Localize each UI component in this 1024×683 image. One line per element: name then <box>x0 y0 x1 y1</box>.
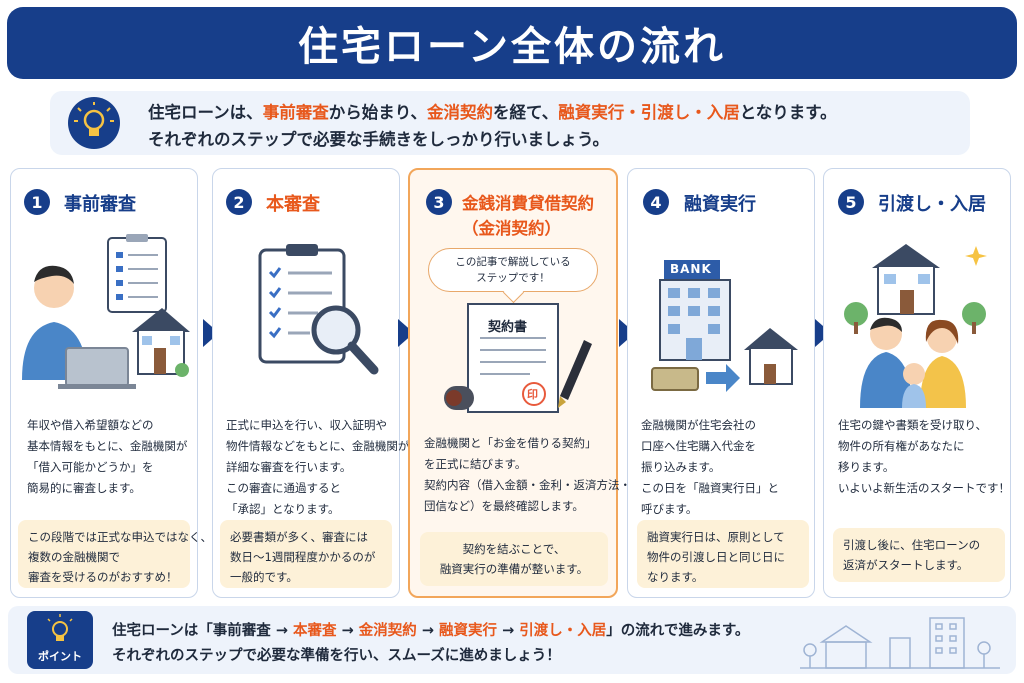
step-note-3: 契約を結ぶことで、融資実行の準備が整います。 <box>420 532 608 586</box>
highlight-text: 融資実行・引渡し・入居 <box>558 103 740 122</box>
step-note-1: この段階では正式な申込ではなく、複数の金融機関で審査を受けるのがおすすめ！ <box>18 520 212 588</box>
town-skyline-illustration <box>800 617 1000 669</box>
text-segment: 住宅ローンは、 <box>148 103 263 122</box>
step-number-1: 1 <box>24 189 50 215</box>
highlight-text: 金消契約 <box>358 623 417 639</box>
point-badge: ポイント <box>27 611 93 669</box>
footer-line2: それぞれのステップで必要な準備を行い、スムーズに進めましょう！ <box>112 648 561 664</box>
intro-line1: 住宅ローンは、事前審査から始まり、金消契約を経て、融資実行・引渡し・入居となりま… <box>148 99 837 126</box>
footer-line1: 住宅ローンは「事前審査 → 本審査 → 金消契約 → 融資実行 → 引渡し・入居… <box>112 619 749 644</box>
step-desc-5: 住宅の鍵や書類を受け取り、物件の所有権があなたに移ります。いよいよ新生活のスター… <box>838 418 1011 495</box>
step-desc-4: 金融機関が住宅会社の口座へ住宅購入代金を振り込みます。この日を「融資実行日」と呼… <box>641 418 779 516</box>
speech-bubble: この記事で解説しているステップです！ <box>428 248 598 292</box>
person-laptop-illustration <box>22 234 190 389</box>
step-desc-1: 年収や借入希望額などの基本情報をもとに、金融機関が「借入可能かどうか」を簡易的に… <box>27 418 188 495</box>
text-segment: → <box>497 623 520 639</box>
bank-label: BANK <box>670 262 712 276</box>
step-title-3: 金銭消費貸借契約 <box>462 194 594 213</box>
step-number-2: 2 <box>226 189 252 215</box>
highlight-text: 融資実行 <box>439 623 498 639</box>
step-desc-2: 正式に申込を行い、収入証明や物件情報などをもとに、金融機関が詳細な審査を行います… <box>226 418 410 516</box>
step-title-5: 引渡し・入居 <box>878 194 986 215</box>
intro-box <box>50 91 970 155</box>
text-segment: を経て、 <box>493 103 559 122</box>
point-label: ポイント <box>38 650 82 663</box>
step-note-5: 引渡し後に、住宅ローンの返済がスタートします。 <box>833 528 1005 582</box>
step-number-3: 3 <box>426 189 452 215</box>
bank-building-icon <box>651 260 798 392</box>
clipboard-magnifier-icon <box>258 244 379 375</box>
lightbulb-icon <box>68 97 120 149</box>
step-number-5: 5 <box>838 189 864 215</box>
intro-text: 住宅ローンは、事前審査から始まり、金消契約を経て、融資実行・引渡し・入居となりま… <box>148 99 837 153</box>
highlight-text: 本審査 <box>293 623 337 639</box>
family-house-illustration <box>844 244 987 408</box>
text-segment: 」の流れで進みます。 <box>606 623 750 639</box>
contract-label: 契約書 <box>488 320 528 335</box>
intro-line2: それぞれのステップで必要な手続きをしっかり行いましょう。 <box>148 130 610 149</box>
seal-label: 印 <box>527 388 538 401</box>
step-desc-3: 金融機関と「お金を借りる契約」を正式に結びます。契約内容（借入金額・金利・返済方… <box>424 436 631 513</box>
contract-document-icon <box>444 303 592 413</box>
step-title-2: 本審査 <box>266 194 320 215</box>
step-number-4: 4 <box>643 189 669 215</box>
highlight-text: 事前審査 <box>262 103 329 122</box>
text-segment: → <box>416 623 440 639</box>
footer-point-box <box>8 606 1016 674</box>
highlight-text: 引渡し・入居 <box>519 623 607 639</box>
text-segment: 住宅ローンは「事前審査 → <box>112 623 294 639</box>
lightbulb-icon <box>47 614 73 641</box>
text-segment: から始まり、 <box>328 103 428 122</box>
step-note-4: 融資実行日は、原則として物件の引渡し日と同じ日になります。 <box>637 520 809 588</box>
footer-text: 住宅ローンは「事前審査 → 本審査 → 金消契約 → 融資実行 → 引渡し・入居… <box>112 619 749 669</box>
step-title-1: 事前審査 <box>64 194 136 215</box>
step-note-2: 必要書類が多く、審査には数日〜1週間程度かかるのが一般的です。 <box>220 520 392 588</box>
page-title: 住宅ローン全体の流れ <box>7 7 1017 79</box>
step-title-4: 融資実行 <box>684 194 756 215</box>
step-subtitle-3: （金消契約） <box>462 219 561 238</box>
text-segment: となります。 <box>739 103 837 122</box>
highlight-text: 金消契約 <box>427 103 494 122</box>
text-segment: → <box>336 623 359 639</box>
